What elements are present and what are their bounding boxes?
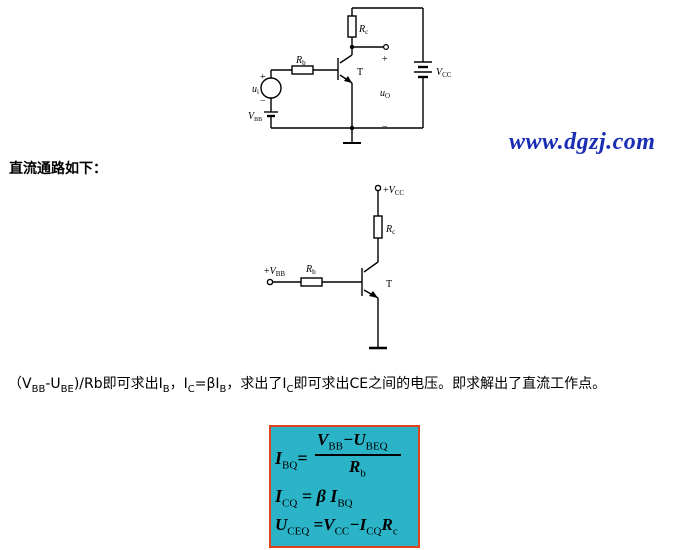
dc-path-circuit: +VCC Rc +VBB Rb T xyxy=(264,184,404,350)
icq-formula: ICQ = β IBQ xyxy=(275,486,353,510)
input-minus: − xyxy=(260,96,266,107)
rc-label: Rc xyxy=(358,24,368,36)
vbb-label: VBB xyxy=(248,111,262,123)
input-plus: + xyxy=(260,72,266,83)
explanation-paragraph: （VBB-UBE)/Rb即可求出IB，IC=βIB，求出了IC即可求出CE之间的… xyxy=(8,376,607,395)
formula-denominator: Rb xyxy=(349,457,366,480)
transistor-label: T xyxy=(357,67,363,78)
dc-transistor-label: T xyxy=(386,279,392,290)
ui-label: ui xyxy=(252,84,259,96)
rb-label: Rb xyxy=(295,55,306,67)
output-minus: − xyxy=(382,122,388,133)
dc-rb-label: Rb xyxy=(305,264,316,276)
watermark: www.dgzj.com xyxy=(509,129,656,155)
dc-vbb-label: +VBB xyxy=(264,266,285,278)
ibq-symbol: IBQ= xyxy=(275,448,308,472)
section-heading: 直流通路如下： xyxy=(9,161,107,177)
formula-box: IBQ= VBB−UBEQ Rb ICQ = β IBQ UCEQ =VCC−I… xyxy=(269,425,420,548)
dc-vcc-label: +VCC xyxy=(383,185,404,197)
amplifier-circuit: Rc Rb ui VBB uO VCC T + − + − xyxy=(248,7,452,144)
uceq-formula: UCEQ =VCC−ICQRc xyxy=(275,515,398,538)
vcc-label: VCC xyxy=(436,67,452,79)
output-plus: + xyxy=(382,54,388,65)
dc-rc-label: Rc xyxy=(385,224,395,236)
fraction-bar xyxy=(315,454,401,456)
uo-label: uO xyxy=(380,88,390,100)
formula-numerator: VBB−UBEQ xyxy=(317,430,388,453)
